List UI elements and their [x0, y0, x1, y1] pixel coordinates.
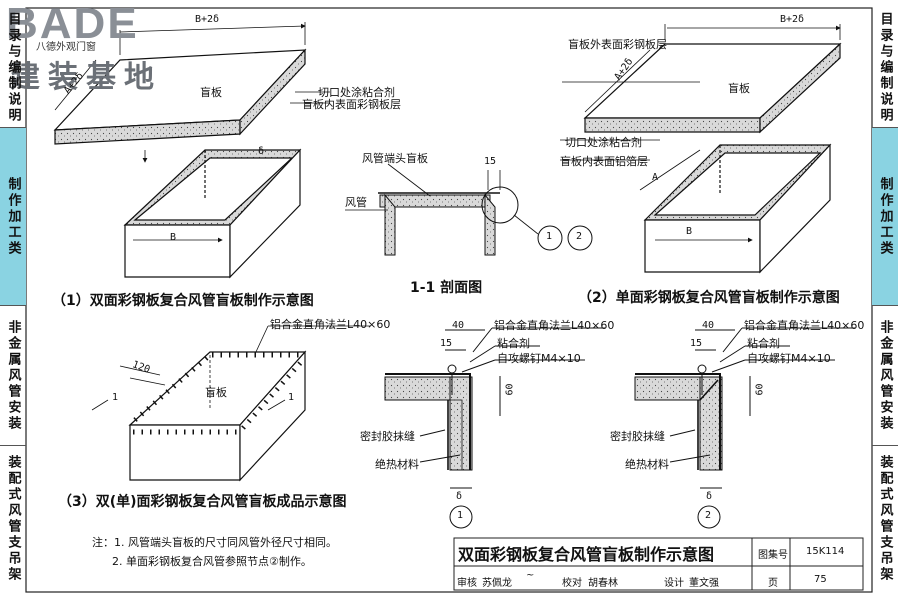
detail1-dim-60: 60 [504, 383, 516, 396]
detail2-dim-15: 15 [690, 338, 703, 349]
note-1: 注：1. 风管端头盲板的尺寸同风管外径尺寸相同。 [92, 536, 337, 549]
section-label-end-plate: 风管端头盲板 [362, 152, 428, 165]
detail1-dim-15: 15 [440, 338, 453, 349]
detail1-flange-label: 铝合金直角法兰L40×60 [494, 319, 615, 332]
fig3-caption: （3）双(单)面彩钢板复合风管盲板成品示意图 [58, 494, 347, 510]
fig1-dim-top: B+2δ [195, 14, 220, 25]
detail1-glue-label: 粘合剂 [497, 337, 530, 350]
detail2-drawing [634, 327, 855, 529]
right-sidebar: 目录与编制说明 制作加工类 非金属风管安装 装配式风管支吊架 [872, 8, 898, 592]
sidebar-right-section-contents[interactable]: 目录与编制说明 [872, 8, 898, 128]
checker-name: 胡春林 [588, 578, 618, 589]
section-1-1 [345, 163, 593, 256]
detail1-screw-label: 自攻螺钉M4×10 [497, 352, 581, 365]
fig2-dim-A: A [652, 172, 659, 183]
sidebar-right-section-nonmetal[interactable]: 非金属风管安装 [872, 306, 898, 446]
detail2-dim-40: 40 [702, 320, 715, 331]
fig1-dim-B: B [170, 232, 177, 243]
drawing-title: 双面彩钢板复合风管盲板制作示意图 [458, 545, 715, 564]
page-number: 75 [814, 574, 827, 585]
fig2-plate [583, 42, 842, 134]
detail1-drawing [384, 327, 605, 529]
left-sidebar: 目录与编制说明 制作加工类 非金属风管安装 装配式风管支吊架 [0, 8, 26, 592]
section-node-1: 1 [546, 231, 553, 242]
fig1-note-inner: 盲板内表面彩钢板层 [302, 98, 401, 111]
detail2-screw-label: 自攻螺钉M4×10 [747, 352, 831, 365]
section-title: 1-1 剖面图 [410, 280, 483, 296]
atlas-number: 15K114 [806, 546, 845, 557]
detail1-node: 1 [457, 510, 464, 521]
sidebar-right-section-fabrication[interactable]: 制作加工类 [872, 128, 898, 306]
designer-name: 董文强 [689, 578, 719, 589]
detail1-dim-delta: δ [456, 491, 463, 502]
sidebar-left-section-fabrication[interactable]: 制作加工类 [0, 128, 26, 306]
section-dim-15: 15 [484, 156, 497, 167]
detail2-flange-label: 铝合金直角法兰L40×60 [744, 319, 865, 332]
detail1-dim-40: 40 [452, 320, 465, 331]
reviewer-signature: ~ [526, 570, 535, 581]
section-node-2: 2 [576, 231, 583, 242]
detail2-node: 2 [705, 510, 712, 521]
fig2-note-glue: 切口处涂粘合剂 [565, 136, 642, 149]
detail2-sealant-label: 密封胶抹缝 [610, 430, 665, 443]
sidebar-left-section-contents[interactable]: 目录与编制说明 [0, 8, 26, 128]
design-label: 设计 [664, 578, 684, 589]
fig3-flange-label: 铝合金直角法兰L40×60 [270, 318, 391, 331]
fig2-dim-B: B [686, 226, 693, 237]
fig3-section-mark-b: 1 [288, 392, 295, 403]
logo-name: 建装基地 [10, 60, 162, 95]
fig1-plate [53, 48, 307, 145]
fig1-note-glue: 切口处涂粘合剂 [318, 86, 395, 99]
fig2-dim-top: B+2δ [780, 14, 805, 25]
fig3-duct [128, 350, 307, 482]
notes: 注：1. 风管端头盲板的尺寸同风管外径尺寸相同。 2. 单面彩钢板复合风管参照节… [92, 533, 337, 571]
fig1-caption: （1）双面彩钢板复合风管盲板制作示意图 [52, 293, 314, 309]
detail2-glue-label: 粘合剂 [747, 337, 780, 350]
fig1-plate-label: 盲板 [200, 86, 222, 99]
detail1-insulation-label: 绝热材料 [375, 458, 419, 471]
detail2-dim-delta: δ [706, 491, 713, 502]
sidebar-right-section-hangers[interactable]: 装配式风管支吊架 [877, 455, 893, 583]
title-block: 双面彩钢板复合风管盲板制作示意图 图集号 15K114 审核 苏佩龙 ~ 校对 … [454, 538, 863, 590]
sidebar-left-section-hangers[interactable]: 装配式风管支吊架 [5, 455, 21, 583]
detail2-dim-60: 60 [754, 383, 766, 396]
logo: BADE 八德外观门窗 建装基地 [6, 2, 184, 96]
sidebar-left-section-nonmetal[interactable]: 非金属风管安装 [0, 306, 26, 446]
fig1-dimensions [54, 22, 330, 163]
fig1-duct [123, 148, 302, 279]
fig2-note-outer: 盲板外表面彩钢板层 [568, 38, 667, 51]
section-label-duct: 风管 [345, 196, 367, 209]
page-label: 页 [768, 578, 778, 589]
fig3-plate-label: 盲板 [205, 386, 227, 399]
fig2-caption: （2）单面彩钢板复合风管盲板制作示意图 [578, 290, 840, 306]
detail1-sealant-label: 密封胶抹缝 [360, 430, 415, 443]
detail2-insulation-label: 绝热材料 [625, 458, 669, 471]
fig1-dim-delta: δ [258, 146, 265, 157]
fig2-plate-label: 盲板 [728, 82, 750, 95]
check-label: 校对 [562, 578, 582, 589]
logo-subtitle: 八德外观门窗 [36, 38, 96, 53]
fig2-note-inner: 盲板内表面铝箔层 [560, 155, 648, 168]
reviewer-name: 苏佩龙 [482, 578, 512, 589]
title-block-grid [453, 537, 864, 591]
review-label: 审核 [457, 578, 477, 589]
fig3-section-mark-a: 1 [112, 392, 119, 403]
fig2-duct [643, 143, 832, 274]
atlas-label: 图集号 [758, 550, 788, 561]
note-2: 2. 单面彩钢板复合风管参照节点②制作。 [112, 555, 312, 568]
